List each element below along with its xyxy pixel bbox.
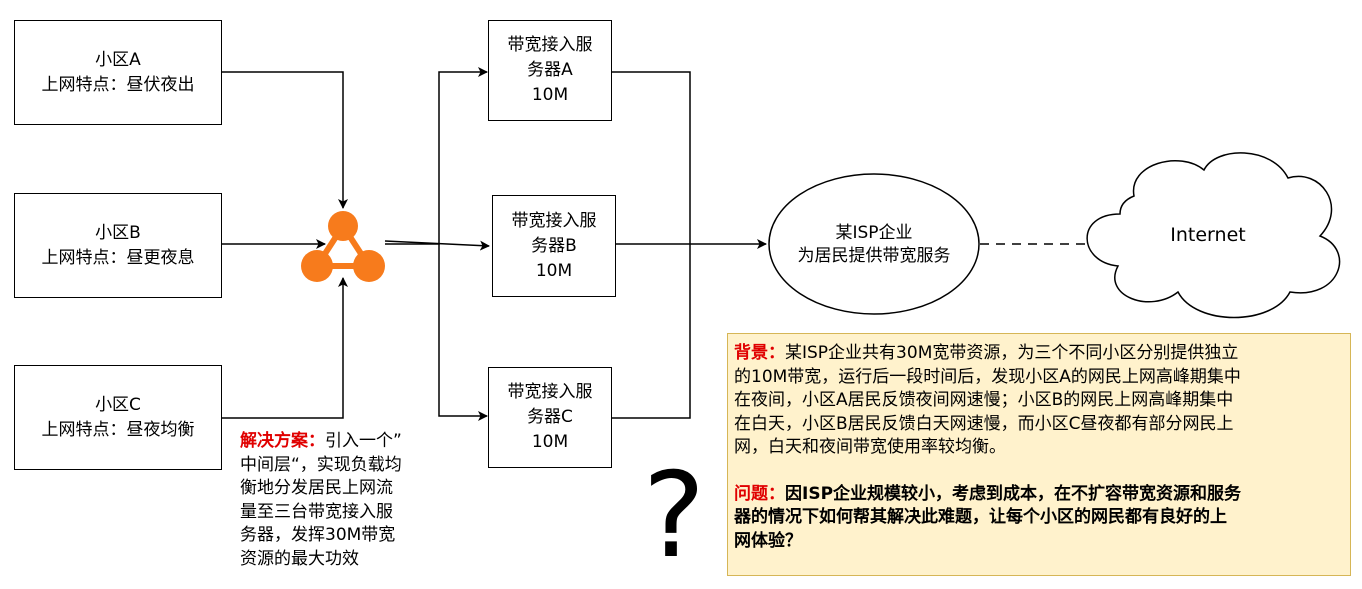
- server-b-box: 带宽接入服 务器B 10M: [492, 195, 616, 297]
- community-c-name: 小区C: [95, 394, 141, 415]
- server-a-line1: 带宽接入服: [507, 35, 593, 55]
- solution-line-3: 衡地分发居民上网流: [240, 478, 393, 498]
- community-a-name: 小区A: [95, 49, 141, 70]
- solution-line-4: 量至三台带宽接入服: [240, 501, 393, 522]
- community-b-box: 小区B 上网特点：昼更夜息: [14, 193, 222, 298]
- community-c-box: 小区C 上网特点：昼夜均衡: [14, 365, 222, 470]
- problem-title: 问题：: [734, 483, 785, 504]
- background-line-4: 在白天，小区B居民反馈白天网速慢，而小区C昼夜都有部分网民上: [734, 413, 1234, 434]
- question-mark: ?: [642, 446, 706, 584]
- community-b-name: 小区B: [95, 222, 141, 243]
- isp-line2: 为居民提供带宽服务: [797, 246, 951, 266]
- background-title: 背景：: [734, 343, 785, 363]
- community-a-feature: 上网特点：昼伏夜出: [41, 74, 195, 95]
- community-a-box: 小区A 上网特点：昼伏夜出: [14, 20, 222, 125]
- connector-lb-to-server-c: [438, 244, 488, 421]
- solution-note: 解决方案：引入一个” 中间层“，实现负载均 衡地分发居民上网流 量至三台带宽接入…: [240, 430, 440, 571]
- cloud-icon: [1086, 152, 1341, 319]
- background-note: 背景：某ISP企业共有30M宽带资源，为三个不同小区分别提供独立 的10M带宽，…: [727, 333, 1351, 576]
- community-c-feature: 上网特点：昼夜均衡: [41, 419, 195, 440]
- isp-line1: 某ISP企业: [835, 223, 913, 243]
- background-line-5: 网，白天和夜间带宽使用率较均衡。: [734, 437, 1006, 457]
- background-line-2: 的10M带宽，运行后一段时间后，发现小区A的网民上网高峰期集中: [734, 366, 1241, 387]
- server-a-line2: 务器A: [527, 60, 573, 80]
- server-c-line2: 务器C: [527, 407, 573, 427]
- solution-line-6: 资源的最大功效: [240, 548, 359, 569]
- internet-label: Internet: [1170, 224, 1246, 246]
- isp-ellipse: [768, 173, 980, 315]
- solution-title: 解决方案：: [240, 431, 325, 451]
- connector-server-a-to-isp: [612, 71, 691, 244]
- problem-line-1: 因ISP企业规模较小，考虑到成本，在不扩容带宽资源和服务: [785, 483, 1242, 504]
- server-c-line1: 带宽接入服: [507, 382, 593, 402]
- connector-lb-to-server-a: [385, 67, 488, 245]
- server-b-line2: 务器B: [531, 235, 577, 256]
- background-line-1: 某ISP企业共有30M宽带资源，为三个不同小区分别提供独立: [785, 343, 1239, 363]
- server-b-bandwidth: 10M: [535, 260, 573, 281]
- server-a-box: 带宽接入服 务器A 10M: [488, 20, 612, 121]
- load-balancer-icon: [301, 211, 385, 282]
- community-b-feature: 上网特点：昼更夜息: [41, 247, 195, 268]
- problem-line-2: 器的情况下如何帮其解决此难题，让每个小区的网民都有良好的上: [734, 507, 1227, 527]
- connector-lb-to-server-b: [384, 240, 490, 251]
- connector-a-to-lb: [221, 71, 348, 209]
- isp-label: 某ISP企业 为居民提供带宽服务: [768, 222, 980, 268]
- connector-c-to-lb: [221, 277, 348, 419]
- server-c-box: 带宽接入服 务器C 10M: [488, 367, 612, 468]
- connector-server-c-to-isp: [612, 244, 691, 419]
- solution-line-2: 中间层“，实现负载均: [240, 454, 402, 475]
- server-a-bandwidth: 10M: [531, 85, 569, 105]
- solution-line-5: 务器，发挥30M带宽: [240, 525, 396, 545]
- background-line-3: 在夜间，小区A居民反馈夜间网速慢；小区B的网民上网高峰期集中: [734, 390, 1234, 410]
- server-c-bandwidth: 10M: [531, 432, 569, 452]
- server-b-line1: 带宽接入服: [511, 210, 597, 231]
- solution-line-1: 引入一个”: [325, 431, 402, 451]
- problem-line-3: 网体验？: [734, 530, 802, 551]
